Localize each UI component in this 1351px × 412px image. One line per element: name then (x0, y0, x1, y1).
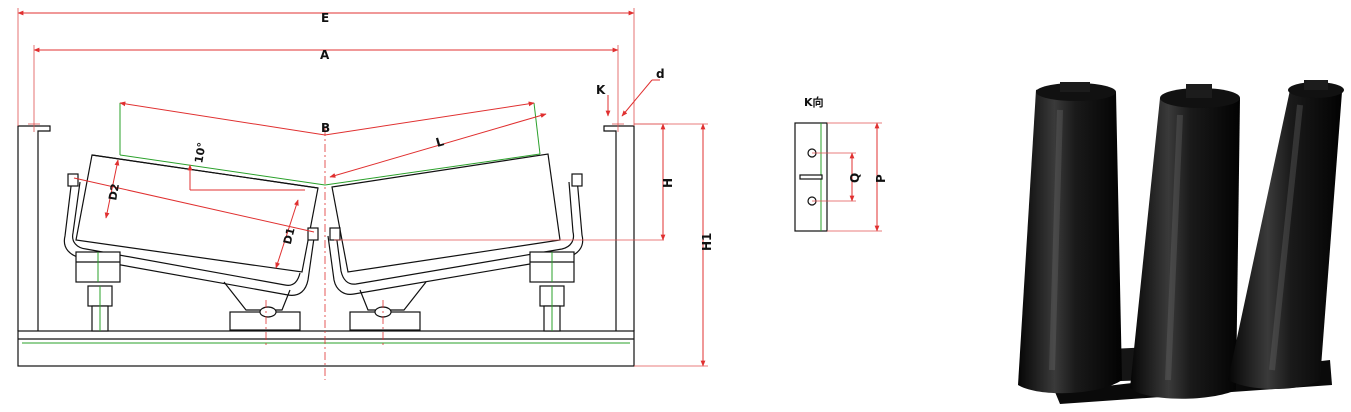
label-H1: H1 (700, 233, 714, 251)
left-upright (17, 125, 51, 331)
label-B: B (321, 121, 330, 135)
left-support-bracket (75, 251, 121, 332)
label-P: P (874, 174, 888, 183)
base-frame (17, 330, 635, 367)
label-K-view: K向 (804, 95, 824, 109)
label-D2: D2 (106, 183, 122, 202)
label-angle: 10° (192, 141, 208, 164)
right-upright (603, 125, 635, 331)
label-H: H (661, 178, 675, 188)
label-K: K (596, 83, 606, 97)
k-direction-detail: K向 P Q (794, 95, 888, 232)
front-view-drawing: E A B K d L 10° D2 D1 H H1 (17, 8, 714, 380)
label-A: A (320, 48, 330, 62)
label-Q: Q (848, 173, 862, 183)
right-support-bracket (529, 251, 575, 332)
roller-photo (1018, 80, 1344, 404)
center-right-stand (349, 281, 427, 331)
center-left-stand (223, 281, 301, 331)
label-E: E (321, 11, 329, 25)
label-D1: D1 (281, 226, 298, 245)
label-d: d (656, 67, 665, 81)
left-side-roller (63, 154, 319, 296)
label-L: L (434, 134, 446, 150)
